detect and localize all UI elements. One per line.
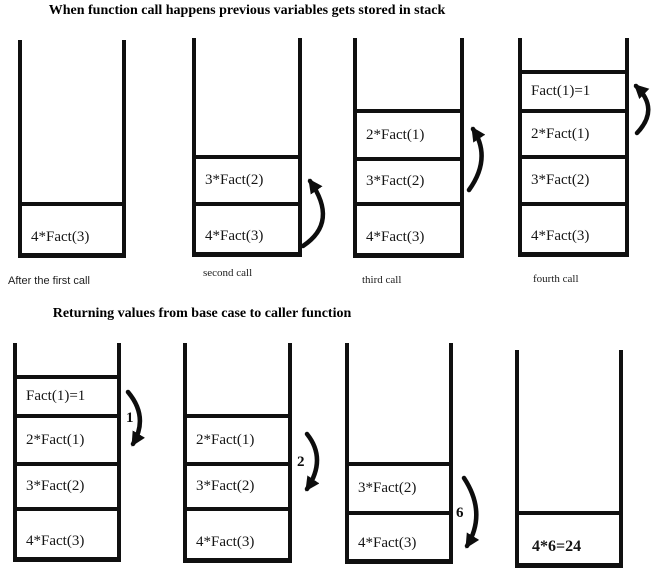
stack-return-step-3: 3*Fact(2) 4*Fact(3)	[345, 343, 453, 564]
stack-frame: Fact(1)=1	[17, 375, 117, 414]
stack-caption: second call	[203, 267, 253, 279]
return-value-label: 2	[297, 454, 305, 470]
stack-frame-label: Fact(1)=1	[26, 388, 86, 404]
stack-frame-label: 2*Fact(1)	[196, 431, 255, 448]
stack-frame-label: Fact(1)=1	[531, 83, 591, 99]
stack-frame-label: 3*Fact(2)	[26, 478, 85, 494]
pop-phase-title: Returning values from base case to calle…	[52, 306, 352, 321]
stack-frame: 3*Fact(2)	[357, 157, 460, 202]
stack-third-call: 2*Fact(1) 3*Fact(2) 4*Fact(3)	[353, 38, 464, 258]
stack-frame-label: 4*Fact(3)	[31, 229, 90, 245]
stack-frame: 4*Fact(3)	[17, 507, 117, 557]
stack-after-first-call: 4*Fact(3)	[18, 40, 126, 258]
stack-frame: 2*Fact(1)	[187, 414, 288, 462]
stack-frame: 2*Fact(1)	[357, 109, 460, 157]
pop-arrow-icon	[461, 475, 480, 549]
return-value-label: 6	[456, 505, 464, 521]
stack-frame-label: 4*Fact(3)	[531, 228, 590, 244]
final-result-label: 4*6=24	[532, 538, 582, 555]
stack-frame-label: 3*Fact(2)	[366, 173, 425, 189]
stack-frame: 3*Fact(2)	[196, 155, 298, 202]
stack-caption: fourth call	[533, 273, 579, 285]
stack-frame-label: 4*Fact(3)	[358, 535, 417, 551]
stack-frame: 3*Fact(2)	[187, 462, 288, 507]
stack-frame-label: 4*Fact(3)	[26, 533, 85, 549]
stack-caption: third call	[362, 274, 402, 286]
stack-return-step-1: Fact(1)=1 2*Fact(1) 3*Fact(2) 4*Fact(3)	[13, 343, 121, 562]
stack-frame: 4*Fact(3)	[22, 202, 122, 253]
stack-caption: After the first call	[8, 275, 90, 287]
stack-frame: 3*Fact(2)	[17, 462, 117, 507]
stack-frame-label: 2*Fact(1)	[366, 126, 425, 143]
stack-second-call: 3*Fact(2) 4*Fact(3)	[192, 38, 302, 257]
stack-return-step-2: 2*Fact(1) 3*Fact(2) 4*Fact(3)	[183, 343, 292, 563]
stack-final-result: 4*6=24	[515, 350, 623, 568]
stack-frame: 2*Fact(1)	[17, 414, 117, 462]
stack-frame-label: 2*Fact(1)	[531, 125, 590, 142]
stack-frame: 4*Fact(3)	[196, 202, 298, 252]
stack-frame: 4*Fact(3)	[357, 202, 460, 253]
stack-frame-label: 4*Fact(3)	[196, 534, 255, 550]
stack-frame-label: 3*Fact(2)	[531, 172, 590, 188]
stack-frame-label: 4*Fact(3)	[205, 228, 264, 244]
push-phase-title: When function call happens previous vari…	[48, 3, 446, 18]
stack-frame-label: 3*Fact(2)	[196, 478, 255, 494]
stack-frame-label: 3*Fact(2)	[358, 480, 417, 496]
stack-frame: Fact(1)=1	[522, 70, 625, 109]
pop-arrow-icon	[304, 431, 320, 492]
stack-frame: 3*Fact(2)	[522, 155, 625, 202]
stack-frame: 4*Fact(3)	[187, 507, 288, 558]
return-value-label: 1	[126, 410, 134, 426]
push-arrow-icon	[300, 178, 326, 249]
push-arrow-icon	[633, 83, 651, 136]
stack-frame: 4*6=24	[519, 511, 619, 563]
stack-frame-label: 3*Fact(2)	[205, 172, 264, 188]
stack-frame-label: 4*Fact(3)	[366, 229, 425, 245]
stack-fourth-call: Fact(1)=1 2*Fact(1) 3*Fact(2) 4*Fact(3)	[518, 38, 629, 257]
stack-frame: 3*Fact(2)	[349, 462, 449, 511]
push-arrow-icon	[466, 126, 486, 193]
stack-frame: 4*Fact(3)	[522, 202, 625, 252]
stack-frame: 2*Fact(1)	[522, 109, 625, 155]
stack-frame-label: 2*Fact(1)	[26, 431, 85, 448]
stack-frame: 4*Fact(3)	[349, 511, 449, 559]
